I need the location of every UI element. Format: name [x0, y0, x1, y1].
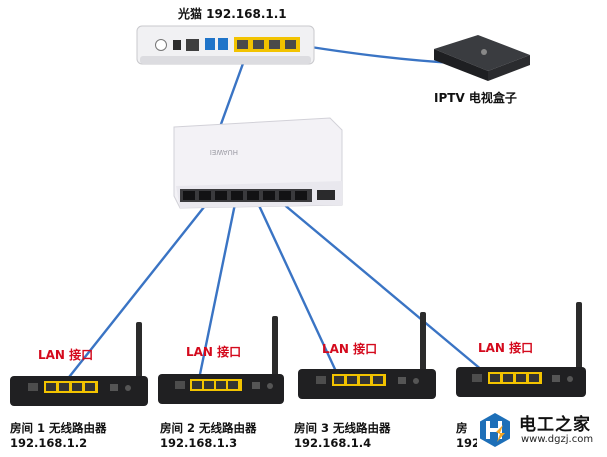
router-3-caption: 房间 3 无线路由器 192.168.1.4	[294, 421, 391, 451]
lan-port-label-3: LAN 接口	[322, 342, 378, 356]
wireless-router-2	[158, 316, 284, 404]
watermark: 电工之家 www.dgzj.com	[477, 408, 601, 452]
router-3-name: 房间 3 无线路由器	[294, 421, 391, 435]
network-switch: HUAWEI	[173, 117, 343, 209]
wireless-router-1	[10, 322, 148, 406]
router-4-name: 房	[456, 421, 468, 435]
router-2-caption: 房间 2 无线路由器 192.168.1.3	[160, 421, 257, 451]
wireless-router-3	[298, 312, 436, 399]
watermark-logo-icon	[480, 413, 510, 447]
wireless-router-4	[456, 302, 586, 397]
router-1-caption: 房间 1 无线路由器 192.168.1.2	[10, 421, 107, 451]
iptv-label: IPTV 电视盒子	[434, 91, 517, 105]
watermark-url: www.dgzj.com	[521, 434, 594, 445]
optical-modem	[136, 25, 315, 65]
cable-switch-to-router-4	[273, 195, 497, 383]
lan-port-label-2: LAN 接口	[186, 345, 242, 359]
router-2-name: 房间 2 无线路由器	[160, 421, 257, 435]
lan-port-label-1: LAN 接口	[38, 348, 94, 362]
cable-switch-to-router-3	[254, 197, 342, 382]
router-2-ip: 192.168.1.3	[160, 436, 238, 450]
lan-port-label-4: LAN 接口	[478, 341, 534, 355]
cables	[60, 41, 497, 388]
router-3-ip: 192.168.1.4	[294, 436, 372, 450]
modem-label: 光猫 192.168.1.1	[178, 7, 287, 21]
router-4-ip: 192	[456, 436, 481, 450]
router-1-name: 房间 1 无线路由器	[10, 421, 107, 435]
cable-switch-to-router-2	[196, 197, 238, 386]
router-1-ip: 192.168.1.2	[10, 436, 88, 450]
cable-switch-to-router-1	[60, 195, 214, 388]
router-4-caption: 房 192	[456, 421, 480, 451]
iptv-box	[434, 35, 530, 81]
watermark-title: 电工之家	[519, 415, 591, 435]
switch-brand-text: HUAWEI	[210, 148, 238, 156]
